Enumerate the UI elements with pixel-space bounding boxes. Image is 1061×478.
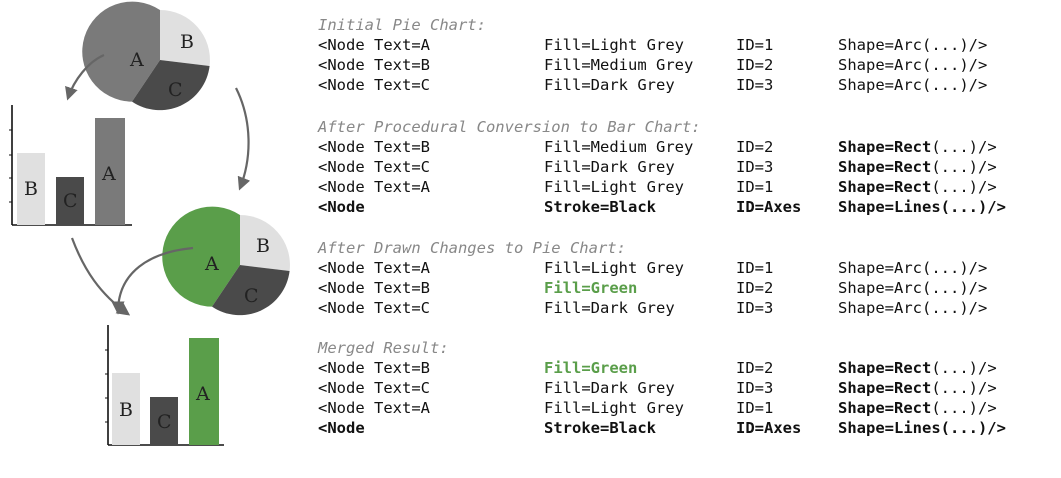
- initial-pie-chart: A B C: [82, 1, 210, 111]
- bar-label-a: A: [101, 163, 116, 185]
- edited-pie-chart: A B C: [162, 206, 290, 316]
- section-drawn-changes: After Drawn Changes to Pie Chart: <Node …: [318, 238, 1053, 318]
- pie-label-c: C: [168, 79, 183, 101]
- section-procedural-conversion: After Procedural Conversion to Bar Chart…: [318, 117, 1053, 217]
- bar2-label-a: A: [195, 383, 210, 405]
- pie-slice-a: [82, 1, 160, 102]
- bar-label-c: C: [63, 190, 78, 212]
- bar2-a: [189, 338, 219, 445]
- merged-bar-chart: B C A: [105, 325, 224, 446]
- pie-slice-b: [160, 10, 210, 66]
- bar-a: [95, 118, 125, 225]
- pie-slice-c: [132, 60, 210, 111]
- bar-label-b: B: [24, 178, 38, 200]
- pie-label-b: B: [180, 31, 194, 53]
- arrow-pie-to-edited-pie: [235, 87, 251, 191]
- arrow-pie-to-bar: [65, 53, 105, 101]
- bar2-c: [150, 397, 178, 445]
- pie2-slice-c: [212, 265, 290, 316]
- pie2-label-a: A: [204, 253, 219, 275]
- section-caption: Merged Result:: [318, 339, 449, 357]
- illustration-figure: A B C B C A A B C B C A: [9, 1, 290, 446]
- converted-bar-chart: B C A: [9, 105, 132, 226]
- pie2-label-c: C: [244, 285, 259, 307]
- section-caption: After Procedural Conversion to Bar Chart…: [318, 118, 701, 136]
- pie2-slice-b: [240, 215, 290, 271]
- section-caption: After Drawn Changes to Pie Chart:: [318, 239, 626, 257]
- arrow-edited-pie-to-merged: [111, 246, 194, 315]
- pie2-slice-a: [162, 206, 240, 307]
- pie2-label-b: B: [256, 235, 270, 257]
- bar2-label-b: B: [119, 399, 133, 421]
- section-caption: Initial Pie Chart:: [318, 16, 486, 34]
- bar-c: [56, 177, 84, 225]
- bar2-label-c: C: [157, 411, 172, 433]
- bar2-b: [112, 373, 140, 445]
- pie-label-a: A: [129, 49, 144, 71]
- bar-b: [17, 153, 45, 225]
